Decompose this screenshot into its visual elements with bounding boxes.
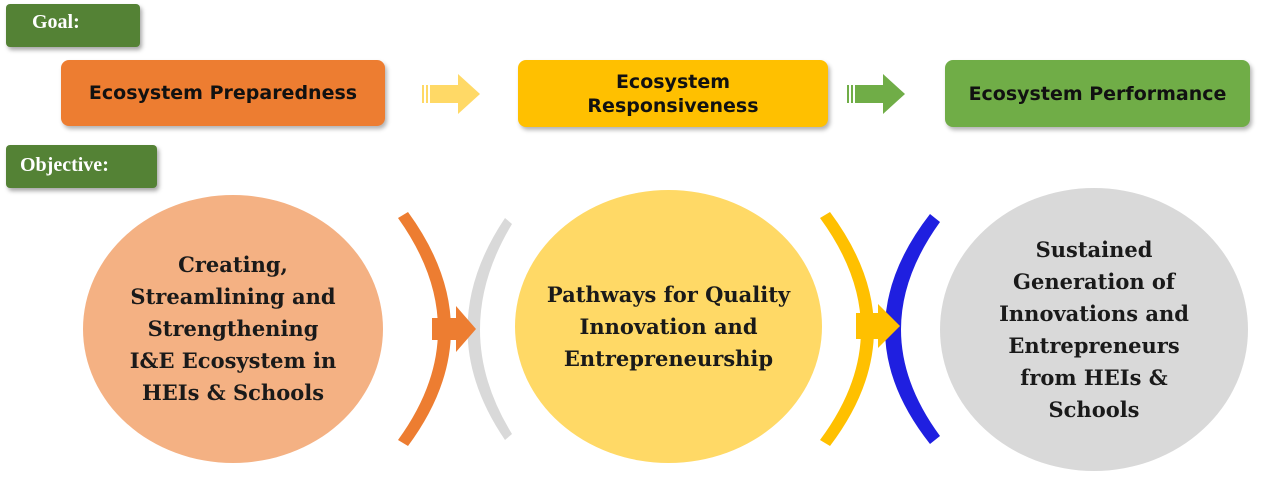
goal-box-label: Ecosystem Performance bbox=[968, 82, 1227, 105]
gray-arc bbox=[467, 218, 512, 440]
goal-box-performance: Ecosystem Performance bbox=[945, 60, 1250, 127]
objective-circle-text: Creating, Streamlining and Strengthening… bbox=[129, 252, 337, 405]
yellow-arc bbox=[820, 212, 874, 446]
goal-box-preparedness: Ecosystem Preparedness bbox=[61, 60, 385, 126]
objective-circle-sustained: Sustained Generation of Innovations and … bbox=[940, 188, 1248, 471]
objective-circle-text: Sustained Generation of Innovations and … bbox=[999, 236, 1189, 422]
goal-tag-label: Goal: bbox=[32, 11, 80, 33]
orange-arc bbox=[398, 212, 451, 446]
objective-circle-pathways: Pathways for Quality Innovation and Entr… bbox=[515, 190, 822, 463]
goal-box-label: Ecosystem Responsiveness bbox=[587, 70, 759, 117]
goal-box-label: Ecosystem Preparedness bbox=[88, 82, 358, 104]
goal-tag: Goal: bbox=[6, 4, 140, 47]
yellow-arrow-icon bbox=[856, 304, 900, 348]
striped-right-arrow-icon bbox=[847, 74, 905, 114]
striped-right-arrow-icon bbox=[422, 74, 480, 114]
objective-tag: Objective: bbox=[6, 145, 157, 188]
objective-circle-text: Pathways for Quality Innovation and Entr… bbox=[546, 281, 791, 371]
blue-arc bbox=[885, 214, 940, 444]
objective-tag-label: Objective: bbox=[20, 154, 109, 176]
goal-box-responsiveness: Ecosystem Responsiveness bbox=[518, 60, 828, 127]
orange-arrow-icon bbox=[432, 306, 476, 352]
objective-circle-ecosystem: Creating, Streamlining and Strengthening… bbox=[83, 195, 383, 463]
